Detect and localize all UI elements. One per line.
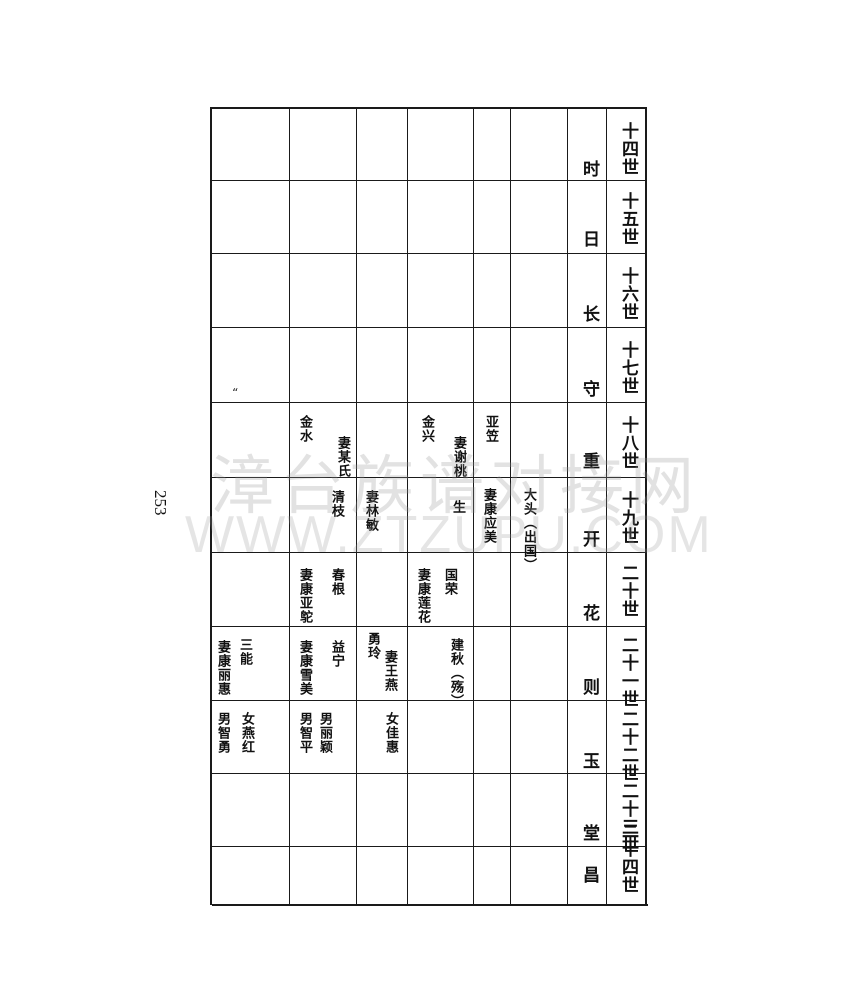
- generation-char: 堂: [579, 824, 599, 842]
- table-border-top: [210, 107, 646, 109]
- column-divider: [567, 107, 568, 905]
- row-divider: [211, 552, 646, 553]
- watermark-english: WWW.ZTZUPU.COM: [185, 506, 713, 564]
- column-divider: [356, 107, 357, 905]
- member-name: 金水: [297, 415, 312, 443]
- page-number: 253: [151, 490, 170, 516]
- member-spouse: 妻康雪美: [297, 640, 312, 696]
- member-spouse: 妻康丽惠: [215, 640, 230, 696]
- row-divider: [211, 327, 646, 328]
- member-name: 清枝: [329, 490, 344, 518]
- member-name: 建秋（殇）: [448, 638, 463, 708]
- stray-mark: “: [232, 386, 239, 400]
- row-divider: [211, 180, 646, 181]
- column-divider: [510, 107, 511, 905]
- row-divider: [211, 773, 646, 774]
- generation-char: 时: [579, 160, 599, 178]
- generation-label: 十五世: [618, 192, 638, 246]
- column-divider: [473, 107, 474, 905]
- generation-label: 二十一世: [618, 636, 638, 708]
- member-spouse: 妻康莲花: [415, 568, 430, 624]
- member-spouse: 妻谢桃: [451, 436, 466, 478]
- column-divider: [606, 107, 607, 905]
- generation-label: 二十四世: [618, 822, 638, 894]
- generation-label: 二十三世: [618, 782, 638, 854]
- generation-label: 二十二世: [618, 710, 638, 782]
- generation-label: 二十世: [618, 564, 638, 618]
- member-name: 大头（出国）: [521, 488, 536, 572]
- member-name: 春根: [329, 568, 344, 596]
- member-child: 男智勇: [215, 712, 230, 754]
- generation-char: 玉: [579, 752, 599, 770]
- generation-char: 开: [579, 530, 599, 548]
- generation-char: 日: [579, 230, 599, 248]
- member-name: 金兴: [419, 415, 434, 443]
- member-name: 生: [450, 500, 465, 514]
- member-name: 三能: [237, 638, 252, 666]
- member-name: 亚笠: [483, 415, 498, 443]
- generation-char: 长: [579, 305, 599, 323]
- generation-label: 十九世: [618, 491, 638, 545]
- member-spouse: 妻康应美: [481, 488, 496, 544]
- member-spouse: 妻某氏: [335, 436, 350, 478]
- row-divider: [211, 253, 646, 254]
- row-divider: [211, 846, 646, 847]
- watermark-chinese: 漳台族谱对接网: [210, 450, 700, 524]
- generation-label: 十七世: [618, 341, 638, 395]
- row-divider: [211, 626, 646, 627]
- generation-char: 则: [579, 678, 599, 696]
- member-child: 女佳惠: [383, 712, 398, 754]
- generation-char: 守: [579, 380, 599, 398]
- generation-label: 十四世: [618, 122, 638, 176]
- member-spouse: 妻王燕: [382, 650, 397, 692]
- generation-char: 重: [579, 452, 599, 470]
- member-child: 男丽颖: [317, 712, 332, 754]
- member-spouse: 妻康亚鸵: [297, 568, 312, 624]
- member-name: 勇玲: [365, 632, 380, 660]
- column-divider: [407, 107, 408, 905]
- member-child: 男智平: [297, 712, 312, 754]
- member-name: 国荣: [442, 568, 457, 596]
- generation-label: 十六世: [618, 267, 638, 321]
- table-border-left: [210, 107, 212, 905]
- generation-char: 花: [579, 604, 599, 622]
- row-divider: [211, 700, 646, 701]
- member-name: 益宁: [329, 640, 344, 668]
- column-divider: [289, 107, 290, 905]
- member-child: 女燕红: [239, 712, 254, 754]
- member-spouse: 妻林敏: [363, 490, 378, 532]
- row-divider: [211, 402, 646, 403]
- table-border-right: [645, 107, 647, 905]
- table-border-bottom: [212, 904, 648, 906]
- row-divider: [211, 477, 646, 478]
- generation-char: 昌: [579, 866, 599, 884]
- generation-label: 十八世: [618, 416, 638, 470]
